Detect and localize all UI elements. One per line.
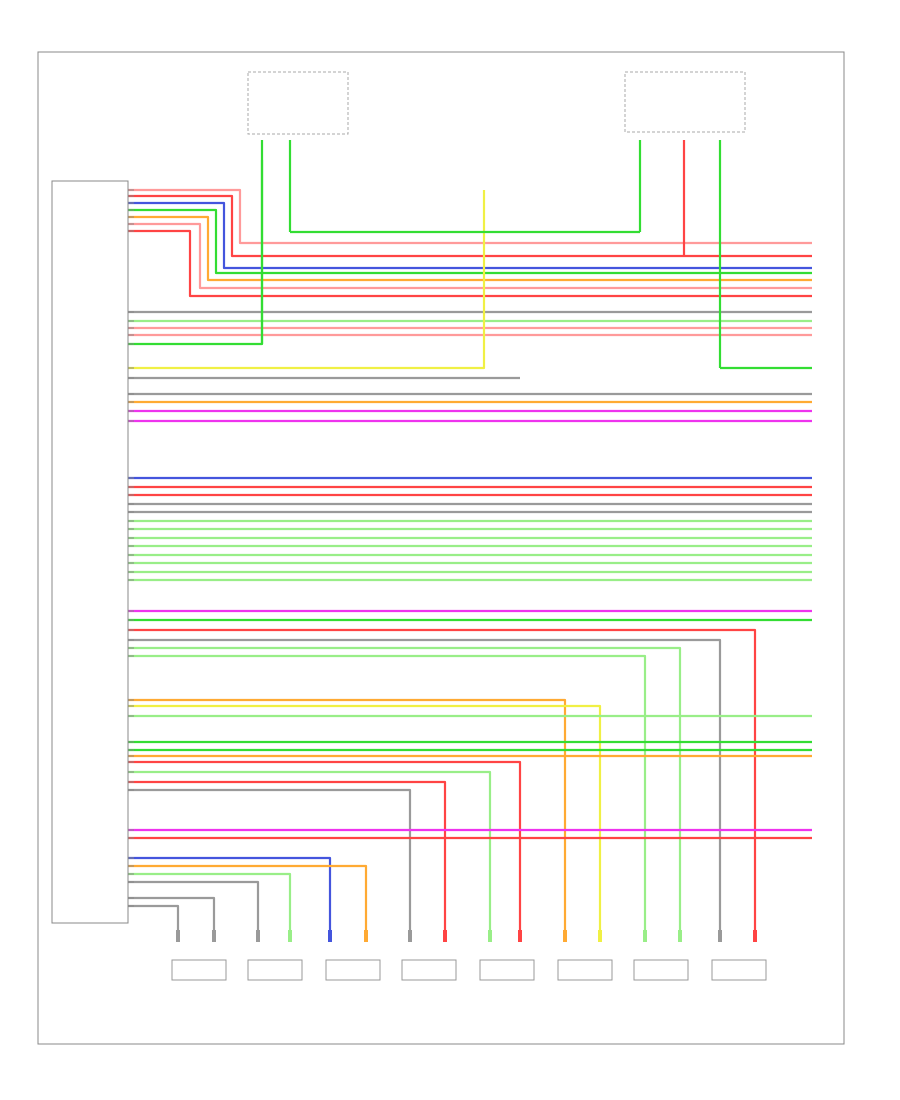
wires-layer [128,140,812,930]
bottom-connector-7 [633,959,689,981]
top-components [247,71,746,135]
wire-5 [128,215,812,282]
wire-2 [128,194,812,258]
wire-37 [128,654,647,930]
wire-12 [128,160,264,346]
top-component-3 [624,71,746,133]
terminal-47 [408,930,412,942]
bottom-connector-6 [557,959,613,981]
bottom-connector-8 [711,959,767,981]
bottom-connector-5 [479,959,535,981]
terminal-38 [563,930,567,942]
terminal-39 [598,930,602,942]
terminal-54 [212,930,216,942]
terminal-50 [328,930,332,942]
bottom-components [171,930,767,981]
wire-35 [128,638,722,930]
wire-38 [128,698,567,930]
bottom-connector-2 [247,959,303,981]
terminal-52 [288,930,292,942]
wire-1 [128,188,812,245]
module-layer [51,180,134,924]
wire-53 [128,880,260,930]
terminal-35 [718,930,722,942]
wire-7 [128,229,812,298]
wire-4 [128,208,812,275]
wire-36 [128,646,682,930]
bottom-connector-3 [325,959,381,981]
bottom-connector-4 [401,959,457,981]
wire-3 [128,201,812,270]
wire-50 [128,856,332,930]
top-component-1 [247,71,349,135]
bottom-connector-1 [171,959,227,981]
terminal-44 [518,930,522,942]
terminal-34 [753,930,757,942]
terminal-53 [256,930,260,942]
wire-6 [128,222,812,290]
control-module-box [51,180,129,924]
wire-39 [128,704,602,930]
wire-46 [128,780,447,930]
terminal-51 [364,930,368,942]
terminal-37 [643,930,647,942]
wire-51 [128,864,368,930]
wire-13 [128,190,486,370]
wire-47 [128,788,412,930]
terminal-36 [678,930,682,942]
wire-55 [128,904,180,930]
wire-45 [128,770,492,930]
wire-34 [128,628,757,930]
terminal-55 [176,930,180,942]
diagram-border [37,51,845,1045]
wire-44 [128,760,522,930]
wire-54 [128,896,216,930]
terminal-46 [443,930,447,942]
terminal-45 [488,930,492,942]
wire-52 [128,872,292,930]
